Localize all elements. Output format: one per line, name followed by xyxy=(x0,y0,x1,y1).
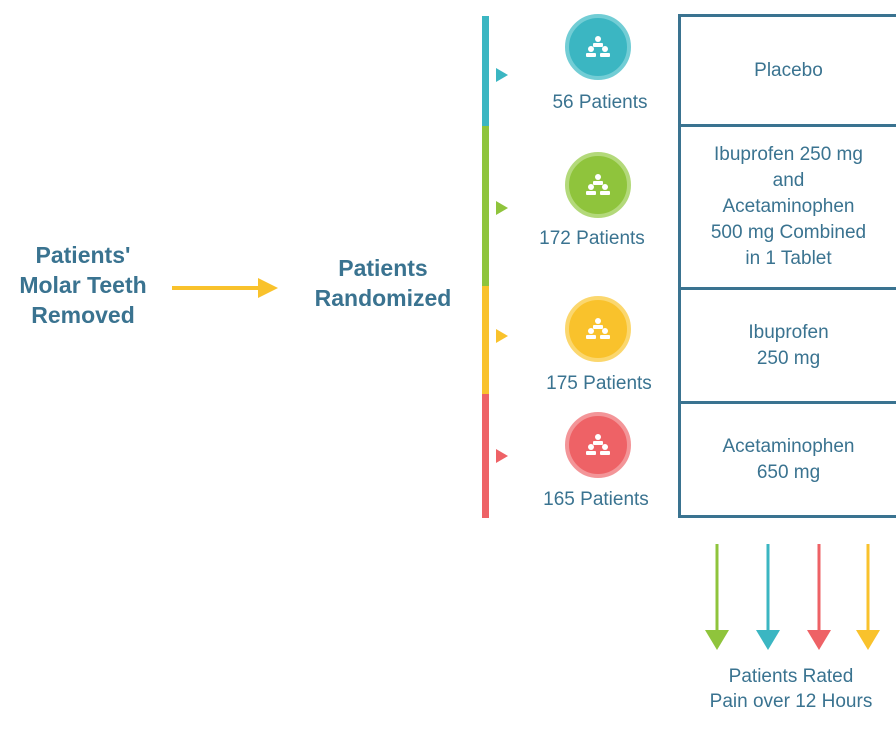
treatment-table xyxy=(678,14,896,518)
treatment-combined-line-5: in 1 Tablet xyxy=(745,248,832,269)
patients-rated-pain-label: Patients Rated Pain over 12 Hours xyxy=(690,664,892,714)
pointer-triangle-combined xyxy=(496,201,508,215)
outcome-arrows xyxy=(705,544,880,650)
patient-count-ibuprofen: 175 Patients xyxy=(546,373,652,394)
outcome-label-line-2: Pain over 12 Hours xyxy=(709,691,873,712)
group-of-people-icon xyxy=(586,434,610,455)
group-circle-placebo xyxy=(565,14,631,80)
row-divider xyxy=(678,124,896,127)
treatment-acetaminophen-line-2: 650 mg xyxy=(756,461,821,483)
treatment-combined-line-4: 500 mg Combined xyxy=(710,222,867,243)
row-divider xyxy=(678,401,896,404)
middle-label-line-2: Randomized xyxy=(314,285,452,311)
group-circle-combined xyxy=(565,152,631,218)
left-label-line-3: Removed xyxy=(31,302,135,328)
bar-segment-combined xyxy=(482,126,489,286)
patient-count-placebo: 56 Patients xyxy=(552,92,648,113)
treatment-combined-line-1: Ibuprofen 250 mg xyxy=(714,144,863,165)
pointer-triangle-placebo xyxy=(496,68,508,82)
treatment-acetaminophen: Acetaminophen 650 mg xyxy=(681,404,896,515)
group-of-people-icon xyxy=(586,318,610,339)
middle-label-line-1: Patients xyxy=(338,255,428,281)
bar-segment-placebo xyxy=(482,16,489,126)
main-arrow-head xyxy=(258,278,278,298)
treatment-placebo-line-1: Placebo xyxy=(754,59,823,81)
main-flow-arrow xyxy=(172,278,278,298)
molar-teeth-removed-label: Patients' Molar Teeth Removed xyxy=(0,240,166,330)
outcome-arrow-teal xyxy=(756,544,780,650)
outcome-arrow-yellow xyxy=(856,544,880,650)
pointer-triangle-ibuprofen xyxy=(496,329,508,343)
patient-count-combined: 172 Patients xyxy=(539,228,645,249)
group-circle-acetaminophen xyxy=(565,412,631,478)
group-circle-ibuprofen xyxy=(565,296,631,362)
treatment-acetaminophen-line-1: Acetaminophen xyxy=(722,435,855,457)
treatment-combined-line-2: and xyxy=(772,170,805,191)
outcome-arrow-red xyxy=(807,544,831,650)
patient-count-acetaminophen: 165 Patients xyxy=(543,489,649,510)
treatment-placebo: Placebo xyxy=(681,17,896,124)
treatment-combined: Ibuprofen 250 mg and Acetaminophen 500 m… xyxy=(681,127,896,287)
outcome-label-line-1: Patients Rated xyxy=(728,666,854,687)
treatment-ibuprofen-line-2: 250 mg xyxy=(756,347,821,369)
treatment-ibuprofen: Ibuprofen 250 mg xyxy=(681,290,896,401)
bar-segment-ibuprofen xyxy=(482,286,489,394)
treatment-combined-line-3: Acetaminophen xyxy=(722,196,855,217)
left-label-line-1: Patients' xyxy=(35,242,131,268)
row-divider xyxy=(678,287,896,290)
group-of-people-icon xyxy=(586,174,610,195)
pointer-triangle-acetaminophen xyxy=(496,449,508,463)
group-of-people-icon xyxy=(586,36,610,57)
outcome-arrow-green xyxy=(705,544,729,650)
left-label-line-2: Molar Teeth xyxy=(19,272,147,298)
treatment-ibuprofen-line-1: Ibuprofen xyxy=(748,321,829,343)
patients-randomized-label: Patients Randomized xyxy=(300,253,466,313)
bar-segment-acetaminophen xyxy=(482,394,489,518)
